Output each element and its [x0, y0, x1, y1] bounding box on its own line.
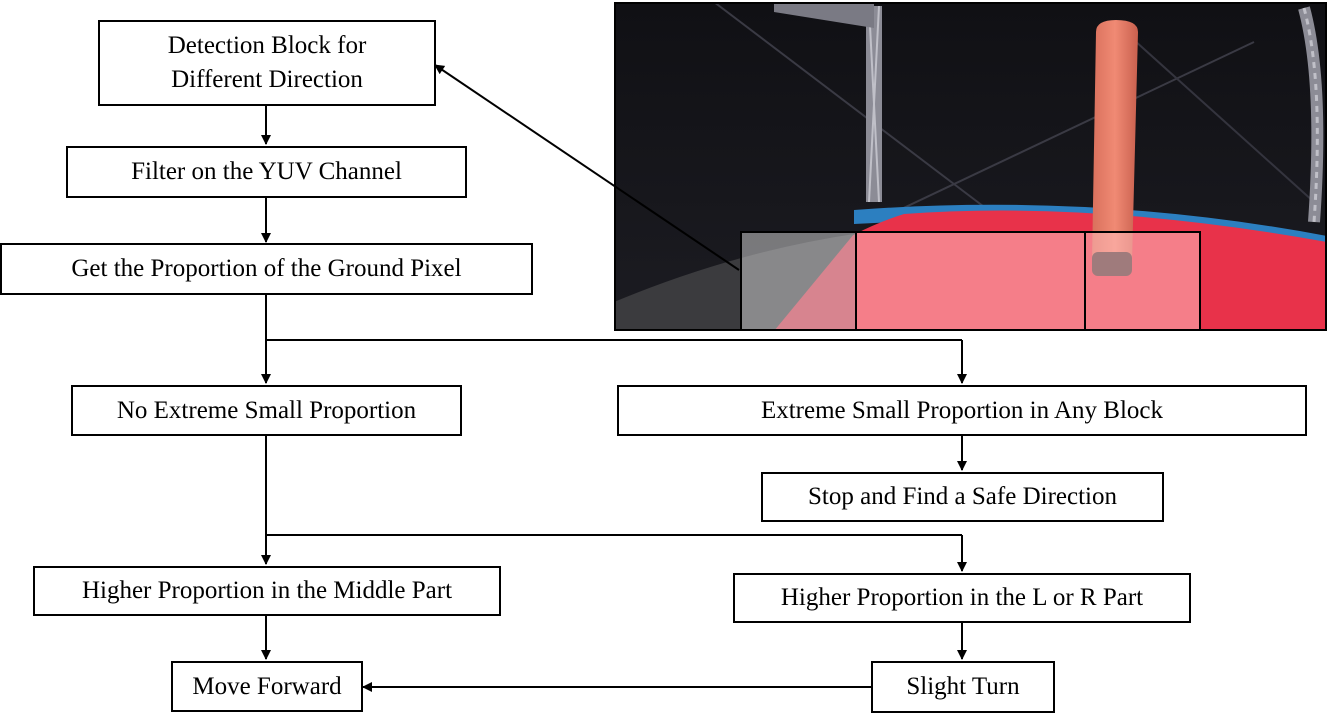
- arrow-photo-to-detection: [434, 64, 740, 271]
- node-detection-block: Detection Block for Different Direction: [98, 20, 436, 106]
- node-no-extreme-small: No Extreme Small Proportion: [71, 385, 462, 436]
- truss-left: [774, 4, 882, 203]
- node-higher-l-or-r: Higher Proportion in the L or R Part: [733, 573, 1191, 623]
- node-higher-middle: Higher Proportion in the Middle Part: [33, 566, 501, 616]
- camera-frame-image: [614, 2, 1327, 331]
- node-stop-find-safe: Stop and Find a Safe Direction: [761, 472, 1164, 522]
- node-filter-yuv: Filter on the YUV Channel: [66, 146, 467, 198]
- detection-blocks: [740, 231, 1201, 331]
- truss-right: [1298, 6, 1324, 223]
- node-ground-proportion: Get the Proportion of the Ground Pixel: [0, 243, 533, 295]
- node-slight-turn: Slight Turn: [871, 661, 1055, 713]
- node-move-forward: Move Forward: [171, 661, 363, 712]
- node-extreme-small-any: Extreme Small Proportion in Any Block: [617, 385, 1307, 436]
